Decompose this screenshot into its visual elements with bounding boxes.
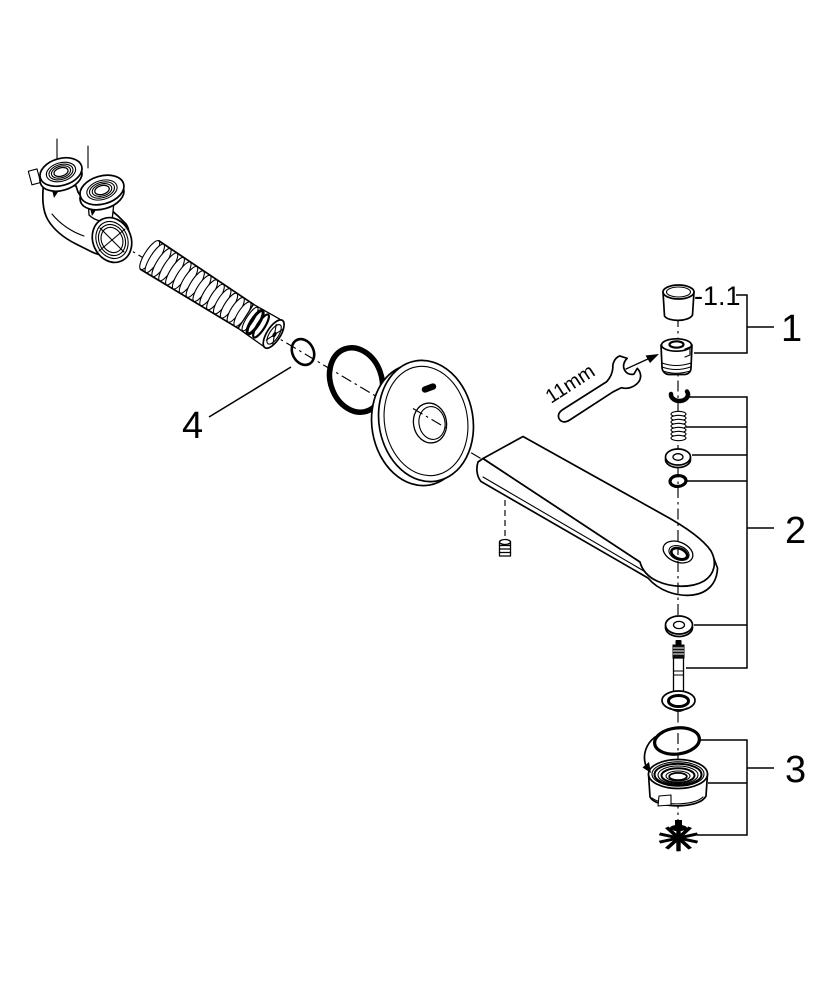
hose-end-center: [272, 331, 277, 338]
o-ring-aerator: [653, 726, 701, 756]
washer-upper-hole: [672, 453, 684, 461]
rotate-arrow-head: [642, 762, 651, 773]
housing-bore: [668, 772, 688, 782]
callout-label-3: 3: [785, 749, 806, 791]
set-screw-top: [498, 538, 512, 546]
retaining-clip: [668, 389, 691, 404]
port-left-thread-2: [48, 163, 74, 181]
stem-flange-tip: [669, 707, 688, 712]
flow-cartridge: [660, 337, 693, 376]
spout-bottom-highlight: [482, 476, 650, 575]
cartridge-notch: [684, 346, 691, 358]
port-left-thread-1: [45, 161, 77, 183]
hose-ribs: [144, 243, 252, 327]
wrench-arrow-line: [625, 357, 650, 370]
escutcheon-slot: [421, 383, 437, 393]
key-blade: [664, 826, 693, 850]
wrench-icon: [557, 355, 642, 423]
rotate-arrow-curve: [643, 736, 656, 767]
wrench-outline: [557, 355, 642, 423]
hose-collar-ring-3: [252, 313, 270, 339]
rotate-arrow-icon: [642, 736, 656, 773]
o-ring-large: [326, 345, 386, 415]
fitting-body-contour: [51, 213, 85, 237]
set-screw: [498, 538, 512, 557]
spout-body: [476, 435, 719, 597]
bracket-3: [697, 739, 774, 836]
housing-thread-4: [660, 767, 696, 784]
fitting-tab: [27, 168, 42, 186]
spring-coil: [670, 434, 687, 442]
cartridge-body: [660, 344, 693, 376]
port-right-flange: [79, 174, 125, 206]
cap-top-inner: [665, 286, 692, 298]
spout-hole-rim: [668, 545, 690, 561]
port-left-bore: [53, 166, 69, 178]
cartridge-rib: [662, 370, 691, 374]
washer-lower-hole: [672, 620, 686, 630]
spring: [670, 410, 687, 442]
bracket-1: [694, 294, 774, 354]
key-shaft: [675, 820, 682, 829]
wrench-arrow-icon: [625, 354, 659, 370]
port-right-thread-3: [91, 183, 113, 197]
aerator-key: [658, 820, 699, 852]
washer-lower-face: [664, 615, 694, 635]
fitting-port-left: [39, 156, 83, 193]
spout-hole-bore: [670, 546, 689, 561]
outlet-thread-3: [100, 226, 124, 254]
hose-collar-ring-1: [241, 306, 259, 332]
flex-connector-hose: [139, 239, 285, 350]
bracket-2: [686, 396, 774, 669]
wall-union-fitting: [27, 156, 133, 264]
o-ring-stack-upper: [668, 473, 688, 489]
aerator-housing: [647, 758, 709, 807]
cartridge-rib: [661, 362, 692, 367]
callout-label-4: 4: [182, 405, 203, 447]
fitting-outlet: [91, 216, 133, 264]
wrench-arrow-head: [645, 354, 659, 363]
o-ring-small: [290, 337, 316, 367]
callout-label-1-1: -1.1: [694, 281, 741, 311]
housing-notch: [657, 794, 672, 807]
port-left-thread-3: [50, 165, 72, 179]
hose-end-inner: [266, 324, 282, 345]
port-right-thread-1: [86, 179, 118, 201]
outlet-thread-2: [97, 223, 127, 257]
hose-end-fitting: [237, 303, 285, 350]
fitting-port-right: [79, 174, 125, 211]
housing-thread-2: [653, 762, 703, 787]
cap-body: [662, 291, 695, 322]
washer-lower: [664, 615, 694, 638]
callout-label-1: 1: [781, 308, 802, 350]
outlet-cross-2: [98, 228, 126, 252]
port-right-bore: [94, 184, 110, 196]
spout-top-face: [482, 435, 716, 588]
callout-label-2: 2: [785, 510, 806, 552]
escutcheon-inner-ring: [383, 365, 469, 477]
cap-1-1: [662, 284, 695, 322]
stem-flange-ring: [667, 694, 690, 708]
stem-body: [672, 657, 685, 696]
cartridge-rib: [661, 366, 692, 371]
escutcheon-hole-inner: [418, 406, 446, 440]
centerline-main-hole-segment: [412, 408, 448, 429]
leader-line-4: [208, 366, 292, 418]
port-right-thread-2: [88, 181, 116, 199]
port-left-flange: [39, 156, 83, 188]
threaded-stem: [661, 640, 696, 712]
cartridge-bore: [668, 340, 685, 349]
key-blades: [658, 824, 699, 852]
housing-thread-3: [657, 765, 699, 785]
washer-upper-face: [664, 448, 692, 466]
outlet-thread-1: [95, 220, 129, 260]
housing-bottom-rim: [651, 796, 704, 805]
washer-upper: [664, 448, 692, 469]
